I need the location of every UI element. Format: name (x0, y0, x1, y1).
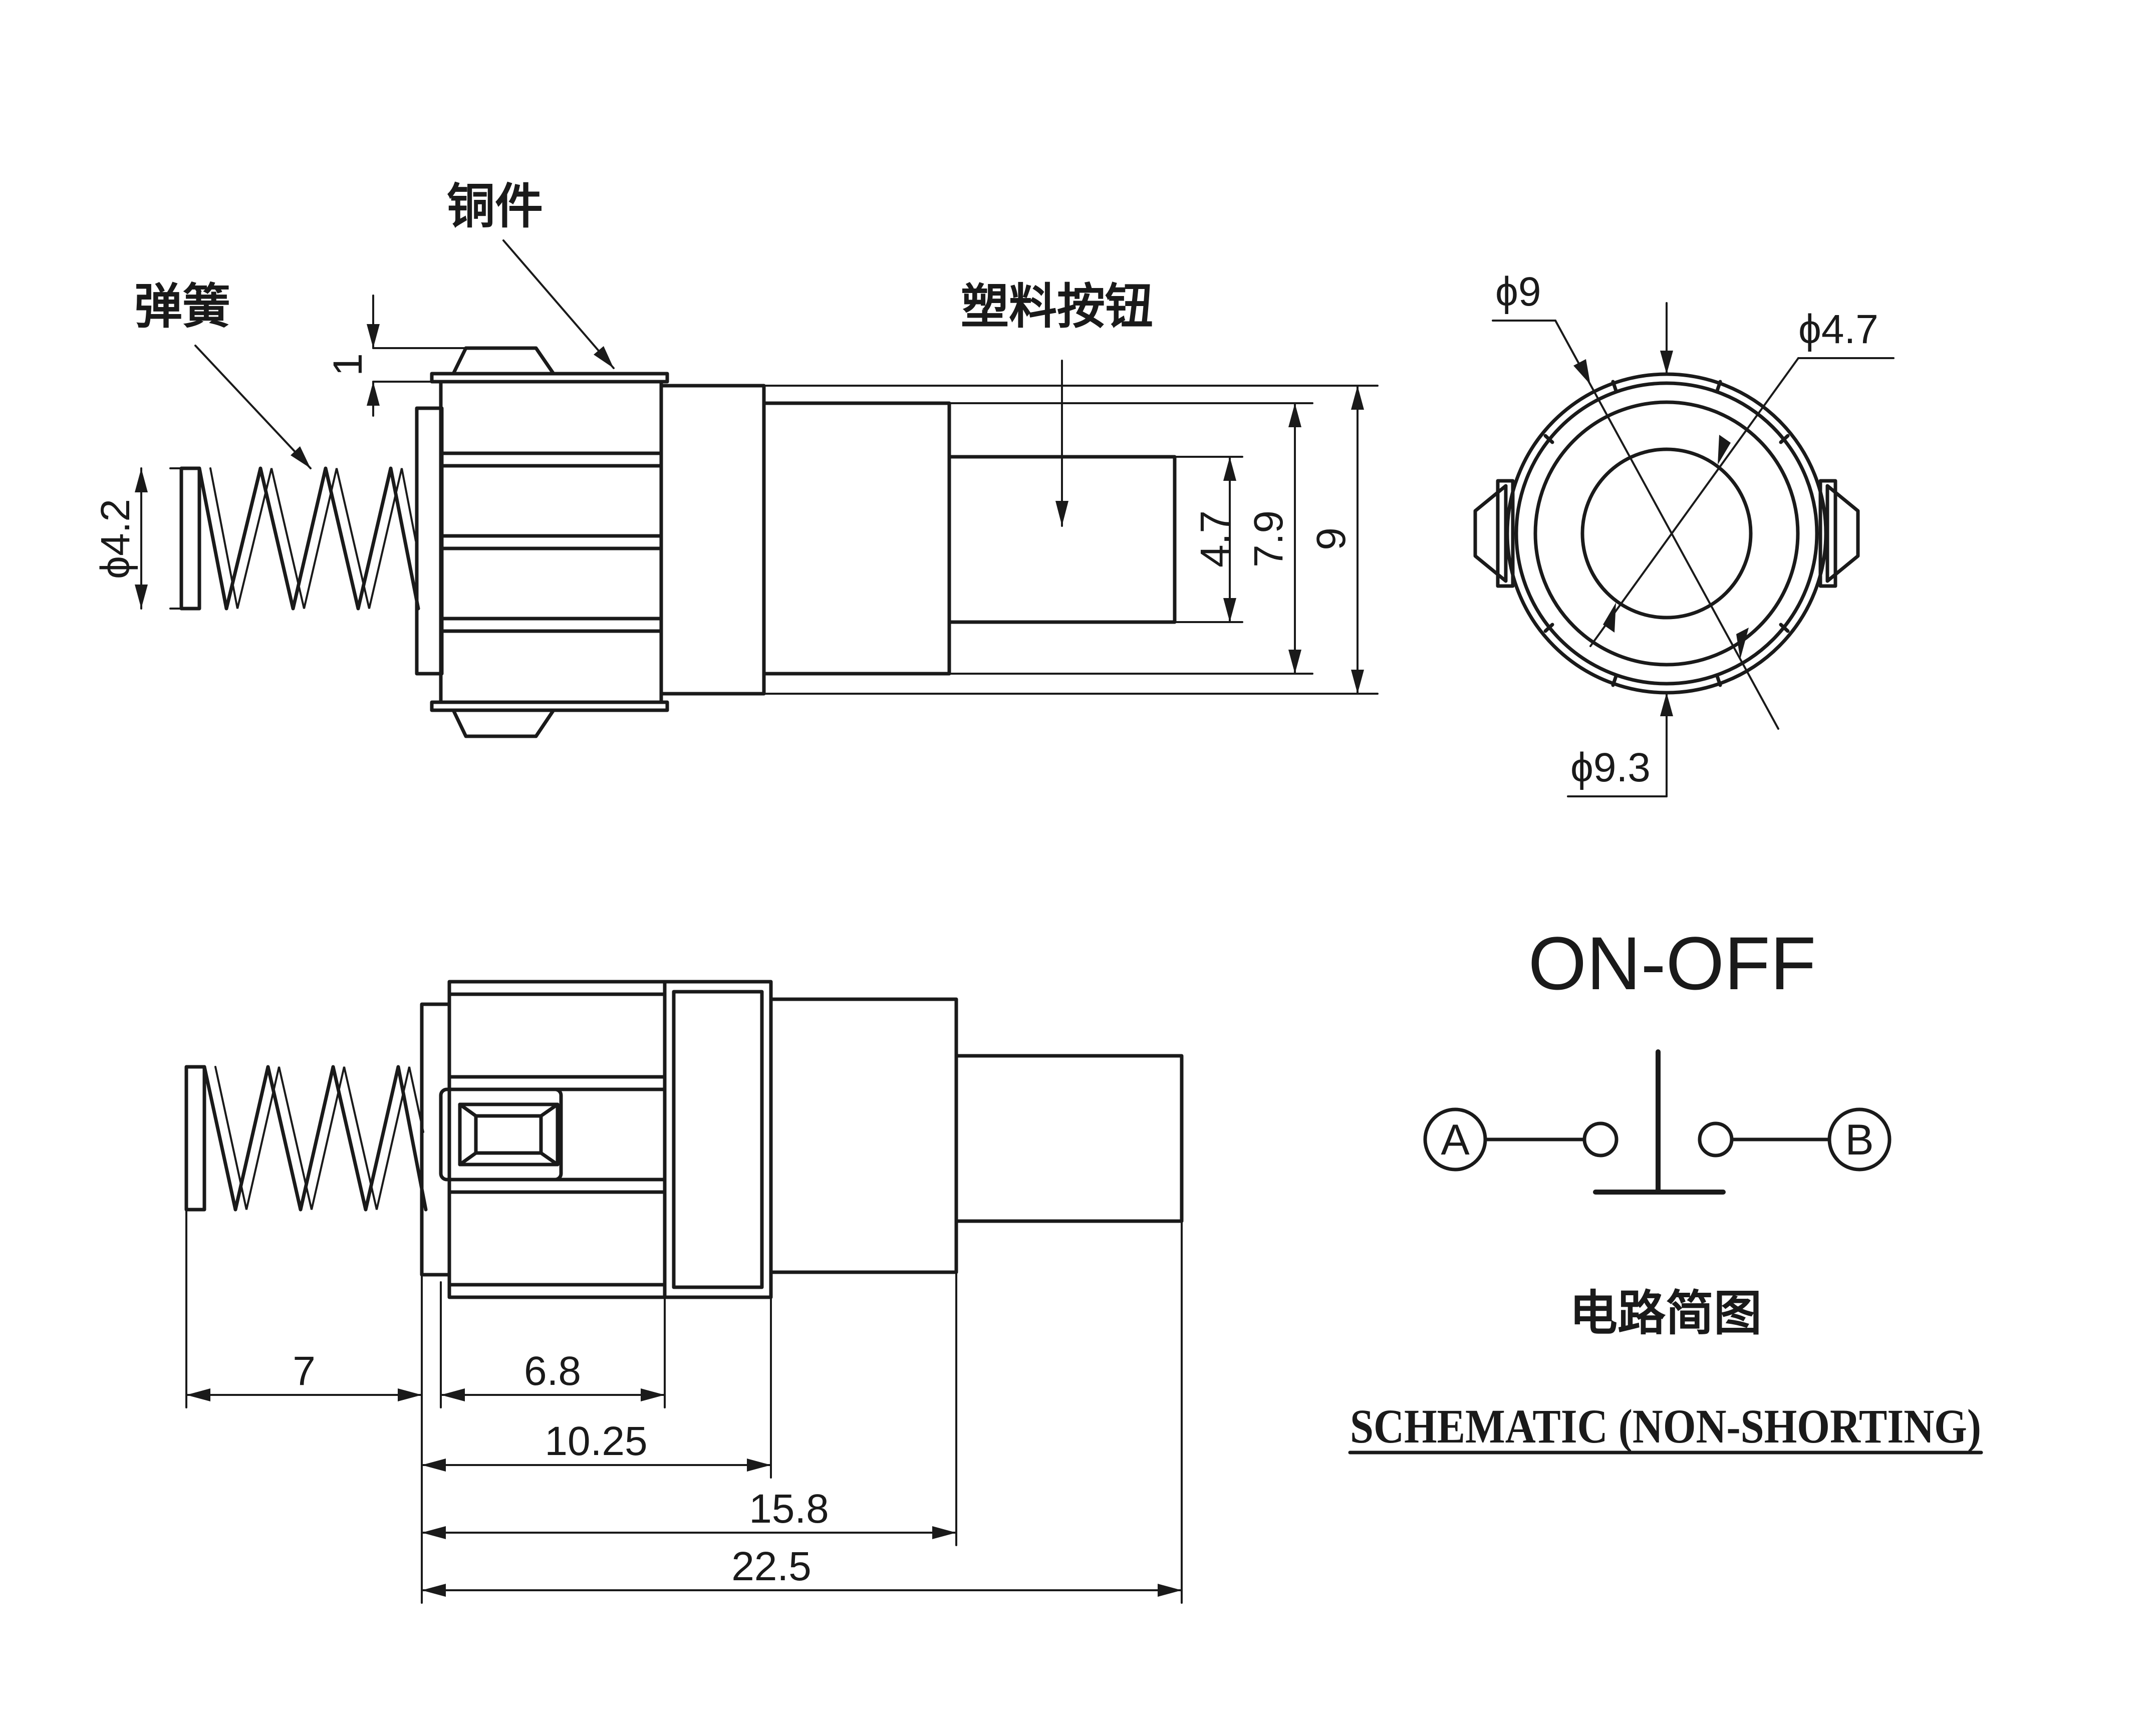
front-tab-right (1825, 484, 1860, 583)
front-tab-left (1473, 484, 1508, 583)
front-view: ϕ9 ϕ4.7 ϕ9.3 (1473, 269, 1895, 797)
dim-collar-length: 10.25 (545, 1418, 647, 1464)
collar-bottom (663, 980, 773, 1299)
body-bottom (769, 997, 958, 1274)
label-plastic-button: 塑料按钮 (961, 278, 1153, 335)
terminal-a-label: A (1441, 1116, 1470, 1164)
side-view-top: 铜件 弹簧 塑料按钮 4.7 7.9 9 ϕ4.2 1 (93, 178, 1379, 738)
dim-spring-length: 7 (293, 1348, 316, 1394)
dim-body-length: 15.8 (749, 1486, 829, 1532)
back-plate-top (415, 406, 444, 676)
body-top (762, 401, 951, 676)
label-copper-part: 铜件 (447, 178, 543, 234)
dim-tab-height: 1 (325, 353, 371, 376)
dim-total-length: 22.5 (731, 1544, 812, 1589)
terminal-b (1827, 1107, 1892, 1172)
dim-front-d9: ϕ9 (1495, 269, 1541, 315)
contact-right (1698, 1121, 1734, 1158)
spring-top (179, 466, 420, 611)
label-spring: 弹簧 (134, 278, 230, 335)
housing-bottom (439, 980, 667, 1299)
dim-overall-height: 9 (1308, 527, 1354, 550)
middle-ring (1533, 400, 1800, 667)
collar-top (659, 384, 766, 696)
schematic-caption: SCHEMATIC (NON-SHORTING) (1350, 1399, 1981, 1453)
dim-front-d93: ϕ9.3 (1570, 745, 1651, 790)
on-off-title: ON-OFF (1528, 921, 1816, 1005)
contact-left (1582, 1121, 1619, 1158)
terminal-b-label: B (1845, 1116, 1873, 1164)
button-circle (1580, 447, 1753, 620)
copper-part-top (430, 346, 669, 738)
circuit-diagram-label: 电路简图 (1569, 1285, 1762, 1341)
dim-spring-diameter: ϕ4.2 (93, 499, 138, 579)
side-view-bottom: 7 6.8 10.25 15.8 22.5 (184, 980, 1184, 1604)
dim-body-diameter: 7.9 (1246, 510, 1291, 567)
spring-bottom (184, 1065, 428, 1212)
dim-front-d47: ϕ4.7 (1798, 307, 1878, 352)
dim-button-diameter: 4.7 (1192, 510, 1238, 567)
button-bottom (954, 1054, 1184, 1223)
schematic: ON-OFF A B 电路简图 SCHEMATIC (NON-SHORTING) (1348, 921, 1983, 1455)
dim-housing-length: 6.8 (524, 1348, 581, 1394)
